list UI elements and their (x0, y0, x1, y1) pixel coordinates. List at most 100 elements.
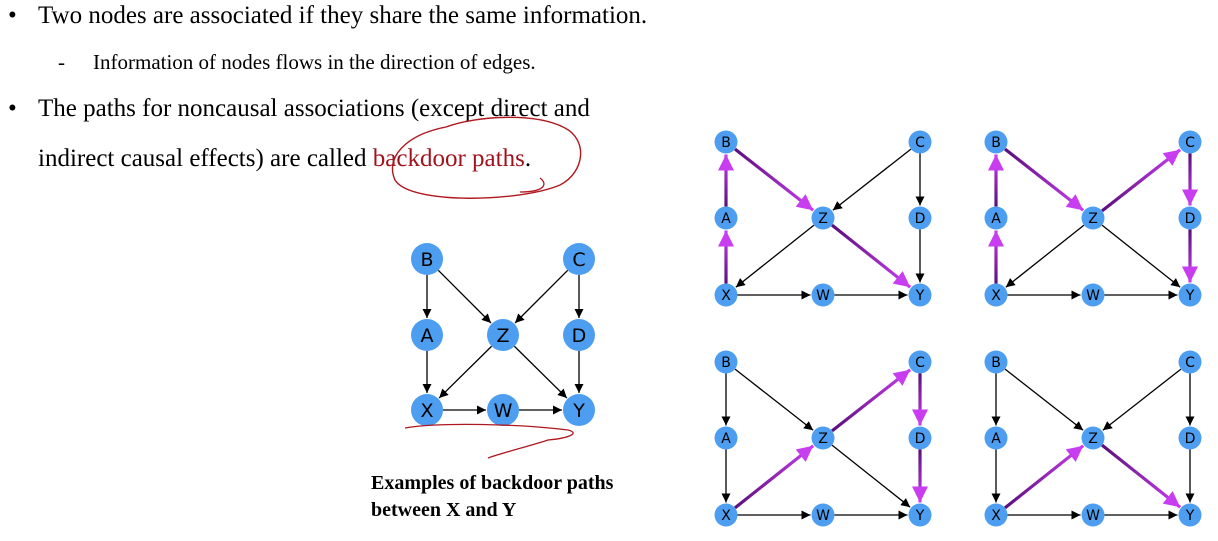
node-label-C: C (1185, 355, 1195, 371)
edge-Z-X (438, 345, 493, 399)
node-W (811, 283, 835, 307)
node-W (1081, 283, 1105, 307)
edge-Z-Y (1101, 224, 1181, 288)
edge-C-Z (832, 148, 912, 211)
node-Y (908, 283, 932, 307)
node-label-B: B (721, 355, 731, 371)
backdoor-edge-B-Z (1004, 147, 1085, 212)
node-A (984, 206, 1008, 230)
node-D (908, 206, 932, 230)
node-label-A: A (991, 431, 1001, 447)
node-A (984, 426, 1008, 450)
bullet-2-period: . (524, 145, 532, 172)
node-D (908, 426, 932, 450)
node-label-B: B (991, 355, 1001, 371)
node-label-Y: Y (572, 400, 585, 422)
edge-Z-X (735, 224, 815, 288)
edge-B-Z (437, 269, 492, 324)
node-label-X: X (420, 400, 433, 422)
node-B (411, 243, 443, 275)
node-Y (908, 503, 932, 527)
node-label-W: W (494, 400, 513, 422)
node-C (1178, 130, 1202, 154)
node-Z (1081, 206, 1105, 230)
node-B (714, 350, 738, 374)
node-Z (487, 319, 519, 351)
node-B (714, 130, 738, 154)
node-Z (811, 426, 835, 450)
node-label-D: D (915, 431, 926, 447)
sub-bullet-text: Information of nodes flows in the direct… (93, 50, 536, 74)
edge-C-Z (1102, 368, 1182, 431)
node-C (908, 130, 932, 154)
edge-Z-Y (831, 444, 911, 508)
caption-line-2: between X and Y (371, 499, 517, 521)
node-label-D: D (915, 211, 926, 227)
node-Z (1081, 426, 1105, 450)
node-C (563, 243, 595, 275)
node-label-B: B (420, 249, 433, 271)
backdoor-edge-Z-Y (1101, 443, 1182, 509)
node-label-X: X (991, 508, 1001, 524)
backdoor-edge-X-Z (1004, 444, 1085, 510)
node-D (563, 319, 595, 351)
node-C (908, 350, 932, 374)
sub-bullet-marker: - (58, 50, 65, 74)
node-A (714, 426, 738, 450)
edge-B-Z (1004, 368, 1084, 431)
node-label-A: A (721, 431, 731, 447)
edge-C-Z (514, 269, 569, 324)
node-label-A: A (721, 211, 731, 227)
caption-line-1: Examples of backdoor paths (371, 472, 614, 494)
edge-B-Z (734, 368, 814, 431)
node-X (984, 283, 1008, 307)
bullet-2-line2: indirect causal effects) are called back… (38, 145, 531, 173)
node-W (487, 394, 519, 426)
edge-Z-Y (513, 345, 568, 399)
bullet-marker: • (8, 95, 17, 122)
node-label-W: W (816, 288, 830, 304)
node-X (714, 503, 738, 527)
node-label-X: X (721, 288, 731, 304)
node-W (1081, 503, 1105, 527)
node-label-Y: Y (915, 508, 925, 524)
example-graph-2: B C A Z D X W Y (984, 130, 1202, 307)
backdoor-edge-Z-C (831, 368, 912, 433)
node-label-W: W (1086, 508, 1100, 524)
node-label-A: A (421, 325, 434, 347)
node-X (714, 283, 738, 307)
node-X (411, 394, 443, 426)
node-label-W: W (816, 508, 830, 524)
node-label-Z: Z (496, 325, 509, 347)
bullet-marker: • (8, 2, 17, 29)
node-label-C: C (1185, 135, 1195, 151)
node-label-Z: Z (1088, 431, 1098, 447)
node-Z (811, 206, 835, 230)
node-label-D: D (1185, 211, 1196, 227)
node-label-Y: Y (1185, 508, 1195, 524)
node-label-Y: Y (1185, 288, 1195, 304)
bullet-2-text-line1: The paths for noncausal associations (ex… (38, 95, 590, 122)
node-label-W: W (1086, 288, 1100, 304)
node-A (411, 319, 443, 351)
annotation-circle-tail (519, 177, 545, 193)
node-label-D: D (1185, 431, 1196, 447)
node-label-B: B (991, 135, 1001, 151)
node-label-X: X (991, 288, 1001, 304)
node-X (984, 503, 1008, 527)
backdoor-edge-Z-C (1101, 148, 1182, 213)
node-label-Z: Z (1088, 211, 1098, 227)
node-label-Y: Y (915, 288, 925, 304)
backdoor-edge-Z-Y (831, 223, 912, 289)
node-C (1178, 350, 1202, 374)
node-label-A: A (991, 211, 1001, 227)
node-Y (1178, 283, 1202, 307)
bullet-1-text: Two nodes are associated if they share t… (38, 2, 648, 29)
bullet-2-text-line2: indirect causal effects) are called (38, 145, 373, 172)
node-D (1178, 426, 1202, 450)
node-label-Z: Z (818, 431, 828, 447)
figure-caption: Examples of backdoor paths between X and… (371, 470, 613, 524)
